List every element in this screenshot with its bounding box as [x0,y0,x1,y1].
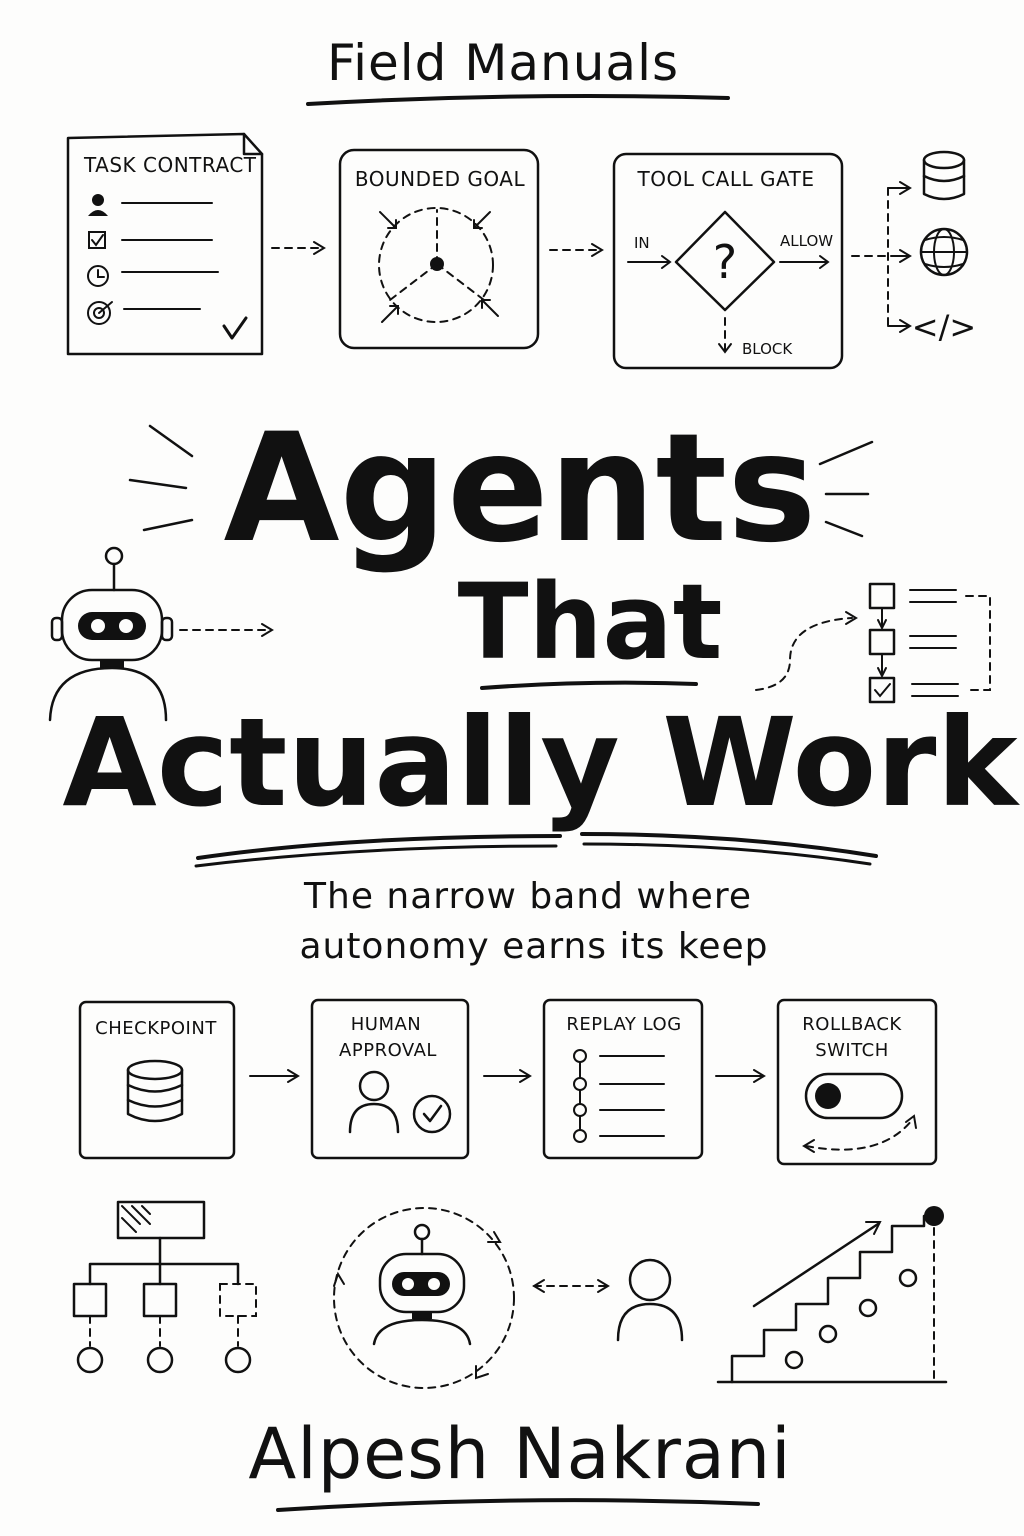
tool-call-gate-card: TOOL CALL GATE ? IN ALLOW BLOCK [612,152,844,370]
emphasis-lines-right [818,440,874,538]
series-title: Field Manuals [327,34,679,92]
replay-log-card: REPLAY LOG [542,998,704,1160]
robot-loop-icon [333,1207,515,1389]
bounded-goal-card: BOUNDED GOAL [338,148,540,350]
replay-log-label: REPLAY LOG [566,1014,681,1035]
bounded-goal-label: BOUNDED GOAL [355,167,526,191]
hierarchy-icon [72,1200,257,1374]
rollback-label-1: ROLLBACK [802,1014,902,1035]
robot-icon [48,546,174,722]
checkbox-icon [88,231,106,249]
gate-question-mark: ? [713,235,737,289]
code-icon: </> [912,308,976,346]
human-approval-label-2: APPROVAL [339,1040,437,1061]
person-icon [616,1258,684,1342]
tool-call-gate-label: TOOL CALL GATE [637,167,815,191]
human-approval-label-1: HUMAN [351,1014,422,1035]
subtitle-line-2: autonomy earns its keep [299,926,768,967]
subtitle-line-1: The narrow band where [303,876,752,917]
globe-icon [919,227,969,277]
target-icon [87,301,113,325]
checkpoint-label: CHECKPOINT [95,1018,217,1039]
timeline-icon [573,1049,665,1143]
author-underline [276,1498,760,1512]
title-line-3: Actually Work [62,692,1020,834]
database-icon [922,150,966,201]
gate-in-label: IN [634,234,650,252]
gate-block-label: BLOCK [742,340,793,358]
toggle-switch-icon [804,1072,904,1120]
rollback-switch-card: ROLLBACK SWITCH [776,998,938,1166]
author-name: Alpesh Nakrani [248,1413,791,1495]
user-icon [88,194,108,216]
title-line-1: Agents [224,402,817,576]
growth-stairs-icon [716,1206,948,1384]
checkpoint-card: CHECKPOINT [78,1000,236,1160]
check-mark-icon [222,316,248,340]
task-contract-label: TASK CONTRACT [83,153,257,177]
database-icon [126,1059,184,1123]
clock-icon [87,265,109,287]
check-circle-icon [412,1094,452,1134]
human-approval-card: HUMAN APPROVAL [310,998,470,1160]
checklist-icon [755,582,991,704]
title-line-2: That [458,561,723,683]
series-underline [306,94,730,106]
task-contract-card: TASK CONTRACT [66,132,264,356]
person-icon [348,1070,400,1134]
title-underline [196,834,562,860]
rollback-label-2: SWITCH [815,1040,889,1061]
emphasis-lines-left [128,424,194,532]
gate-allow-label: ALLOW [780,232,833,250]
